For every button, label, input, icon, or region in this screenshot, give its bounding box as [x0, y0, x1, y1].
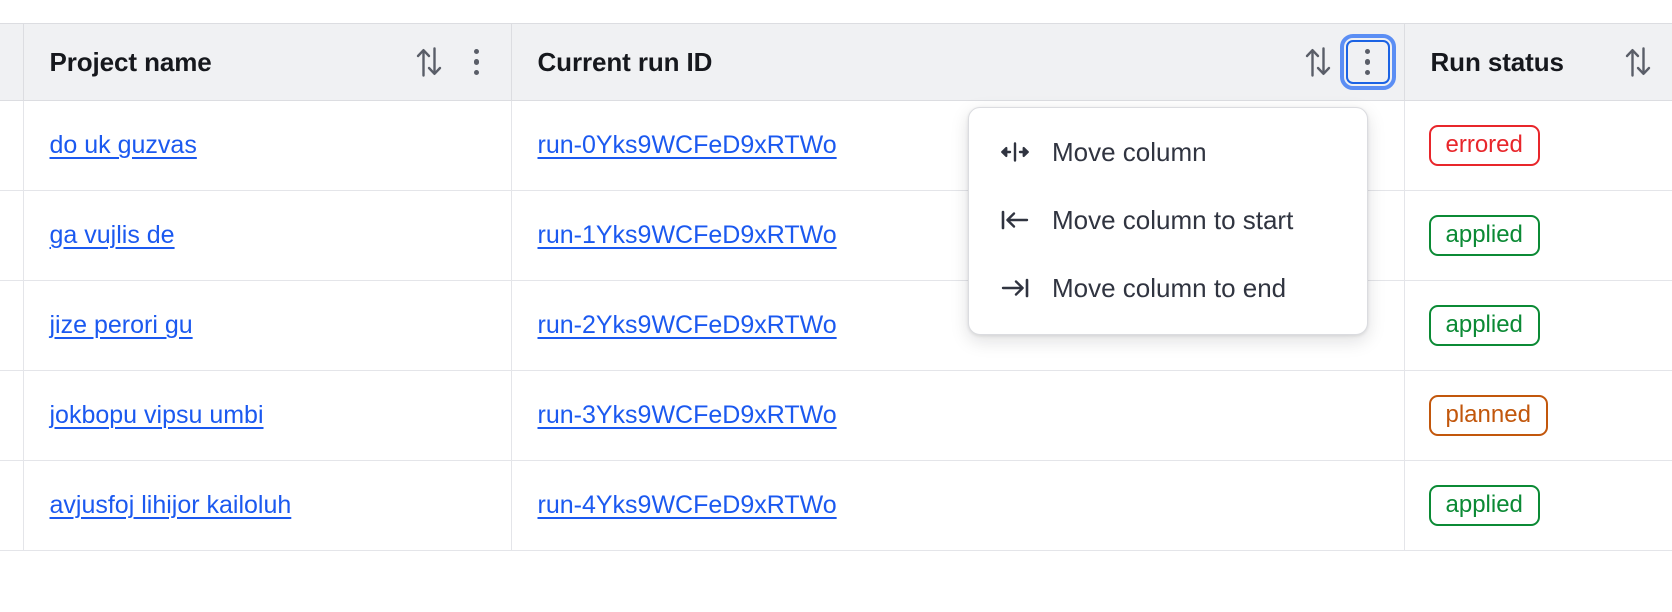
kebab-dots-project-name: [473, 48, 480, 76]
table-row: do uk guzvas run-0Yks9WCFeD9xRTWo errore…: [0, 100, 1672, 191]
column-header-tools-project-name: [409, 42, 497, 82]
menu-item-label: Move column to start: [1052, 205, 1294, 235]
table-body: do uk guzvas run-0Yks9WCFeD9xRTWo errore…: [0, 100, 1672, 551]
table-row: avjusfoj lihijor kailoluh run-4Yks9WCFeD…: [0, 460, 1672, 551]
row-select-gutter-cell: [0, 190, 24, 281]
run-id-link[interactable]: run-3Yks9WCFeD9xRTWo: [537, 401, 837, 429]
cell-project-name: ga vujlis de: [23, 190, 512, 281]
run-id-link[interactable]: run-4Yks9WCFeD9xRTWo: [537, 491, 837, 519]
column-header-label-project-name: Project name: [49, 46, 212, 77]
cell-current-run-id: run-3Yks9WCFeD9xRTWo: [511, 370, 1405, 461]
menu-item-move-column[interactable]: Move column: [969, 118, 1367, 186]
kebab-menu-icon-project-name[interactable]: [457, 42, 497, 82]
run-id-link[interactable]: run-1Yks9WCFeD9xRTWo: [537, 221, 837, 249]
row-select-gutter-cell: [0, 100, 24, 191]
table-head: Project name: [0, 23, 1672, 101]
status-badge: planned: [1428, 394, 1548, 437]
column-header-label-run-status: Run status: [1430, 46, 1564, 77]
column-header-run-status[interactable]: Run status: [1404, 23, 1672, 101]
row-select-gutter-cell: [0, 370, 24, 461]
cell-project-name: do uk guzvas: [23, 100, 512, 191]
cell-project-name: jize perori gu: [23, 280, 512, 371]
table-row: jize perori gu run-2Yks9WCFeD9xRTWo appl…: [0, 280, 1672, 371]
menu-item-label: Move column: [1052, 137, 1207, 167]
table-row: ga vujlis de run-1Yks9WCFeD9xRTWo applie…: [0, 190, 1672, 281]
column-header-project-name[interactable]: Project name: [23, 23, 512, 101]
row-select-gutter-cell: [0, 280, 24, 371]
column-header-current-run-id[interactable]: Current run ID: [511, 23, 1405, 101]
move-column-to-start-icon: [1000, 205, 1030, 235]
cell-current-run-id: run-4Yks9WCFeD9xRTWo: [511, 460, 1405, 551]
project-name-link[interactable]: jokbopu vipsu umbi: [49, 401, 264, 429]
run-id-link[interactable]: run-0Yks9WCFeD9xRTWo: [537, 131, 837, 159]
kebab-menu-icon-current-run-id[interactable]: [1339, 34, 1396, 90]
cell-run-status: errored: [1404, 100, 1672, 191]
cell-project-name: avjusfoj lihijor kailoluh: [23, 460, 512, 551]
run-id-link[interactable]: run-2Yks9WCFeD9xRTWo: [537, 311, 837, 339]
column-header-tools-current-run-id: [1298, 34, 1396, 90]
status-badge: applied: [1428, 214, 1540, 257]
cell-run-status: applied: [1404, 280, 1672, 371]
row-select-gutter-cell: [0, 460, 24, 551]
column-header-tools-run-status: [1618, 42, 1658, 82]
table-row: jokbopu vipsu umbi run-3Yks9WCFeD9xRTWo …: [0, 370, 1672, 461]
column-options-menu: Move column Move column to start Mov: [968, 107, 1368, 335]
menu-item-move-column-to-end[interactable]: Move column to end: [969, 254, 1367, 322]
cell-run-status: applied: [1404, 460, 1672, 551]
project-name-link[interactable]: ga vujlis de: [49, 221, 175, 249]
cell-project-name: jokbopu vipsu umbi: [23, 370, 512, 461]
row-select-gutter-header: [0, 23, 24, 101]
sort-updown-icon-project-name[interactable]: [409, 42, 449, 82]
project-name-link[interactable]: jize perori gu: [49, 311, 193, 339]
status-badge: applied: [1428, 304, 1540, 347]
projects-table: Project name: [0, 23, 1672, 551]
status-badge: applied: [1428, 484, 1540, 527]
column-header-label-current-run-id: Current run ID: [537, 46, 713, 77]
menu-item-move-column-to-start[interactable]: Move column to start: [969, 186, 1367, 254]
menu-item-label: Move column to end: [1052, 273, 1287, 303]
move-column-to-end-icon: [1000, 273, 1030, 303]
status-badge: errored: [1428, 124, 1540, 167]
project-name-link[interactable]: do uk guzvas: [49, 131, 197, 159]
table-header-row: Project name: [0, 23, 1672, 101]
sort-updown-icon-current-run-id[interactable]: [1298, 42, 1338, 82]
cell-run-status: planned: [1404, 370, 1672, 461]
cell-run-status: applied: [1404, 190, 1672, 281]
move-column-icon: [1000, 137, 1030, 167]
sort-updown-icon-run-status[interactable]: [1618, 42, 1658, 82]
project-name-link[interactable]: avjusfoj lihijor kailoluh: [49, 491, 292, 519]
kebab-dots-current-run-id: [1364, 48, 1371, 76]
